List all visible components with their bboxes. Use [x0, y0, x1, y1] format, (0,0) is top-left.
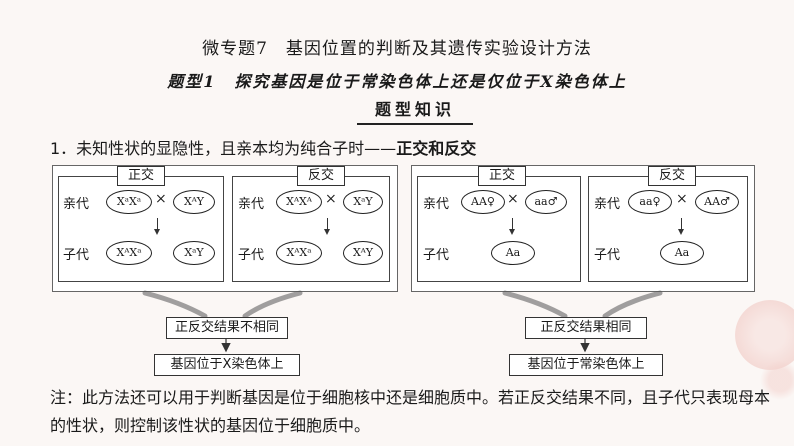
left-reverse-offspring-male: XᴬY — [343, 241, 383, 265]
left-forward-tag: 正交 — [117, 166, 165, 186]
note-paragraph: 注：此方法还可以用于判断基因是位于细胞核中还是细胞质中。若正反交结果不同，且子代… — [50, 388, 771, 435]
left-reverse-parent-male: XᵃY — [343, 190, 383, 214]
left-forward-offspring-female: XᴬXᵃ — [106, 241, 152, 265]
heading-prefix: 1．未知性状的显隐性，且亲本均为纯合子时—— — [50, 139, 397, 158]
right-result-box: 正反交结果相同 — [525, 317, 647, 339]
left-forward-cross-symbol: × — [155, 191, 167, 207]
right-forward-offspring: Aa — [491, 241, 535, 265]
right-forward-arrow — [509, 218, 515, 235]
right-conclusion-box: 基因位于常染色体上 — [509, 354, 663, 376]
left-reverse-offspring-female: XᴬXᵃ — [276, 241, 322, 265]
flower-decoration — [735, 300, 794, 370]
right-reverse-offspring: Aa — [660, 241, 704, 265]
right-forward-parent-label: 亲代 — [423, 197, 450, 212]
left-forward-parent-male: XᴬY — [173, 190, 215, 214]
right-reverse-parent-male: AA♂ — [695, 190, 739, 214]
right-forward-parent-female: AA♀ — [461, 190, 505, 214]
left-result-box: 正反交结果不相同 — [166, 317, 288, 339]
left-reverse-parent-female: XᴬXᴬ — [276, 190, 322, 214]
right-reverse-parent-female: aa♀ — [628, 190, 672, 214]
left-conclusion-box: 基因位于X染色体上 — [154, 354, 300, 376]
left-reverse-arrow — [324, 218, 330, 235]
left-forward-offspring-label: 子代 — [63, 248, 90, 263]
left-forward-arrow — [154, 218, 160, 235]
right-forward-offspring-label: 子代 — [423, 248, 450, 263]
right-reverse-tag: 反交 — [648, 166, 696, 186]
page-subtitle: 题型1 探究基因是位于常染色体上还是仅位于X染色体上 — [167, 72, 627, 91]
left-reverse-offspring-label: 子代 — [238, 248, 265, 263]
right-reverse-parent-label: 亲代 — [594, 197, 621, 212]
flower-petal — [760, 360, 794, 400]
heading-bold: 正交和反交 — [396, 139, 477, 158]
heading: 1．未知性状的显隐性，且亲本均为纯合子时——正交和反交 — [50, 135, 476, 159]
left-forward-offspring-male: XᵃY — [173, 241, 215, 265]
page-title: 微专题7 基因位置的判断及其遗传实验设计方法 — [202, 39, 592, 59]
left-forward-parent-label: 亲代 — [63, 197, 90, 212]
left-reverse-cross-symbol: × — [325, 191, 337, 207]
right-reverse-arrow — [678, 218, 684, 235]
left-forward-parent-female: XᵃXᵃ — [106, 190, 152, 214]
right-forward-parent-male: aa♂ — [525, 190, 567, 214]
left-reverse-tag: 反交 — [297, 166, 345, 186]
right-reverse-offspring-label: 子代 — [594, 248, 621, 263]
right-reverse-cross-symbol: × — [676, 191, 688, 207]
right-forward-cross-symbol: × — [507, 191, 519, 207]
right-forward-tag: 正交 — [478, 166, 526, 186]
left-reverse-parent-label: 亲代 — [238, 197, 265, 212]
section-label: 题型知识 — [357, 97, 473, 125]
